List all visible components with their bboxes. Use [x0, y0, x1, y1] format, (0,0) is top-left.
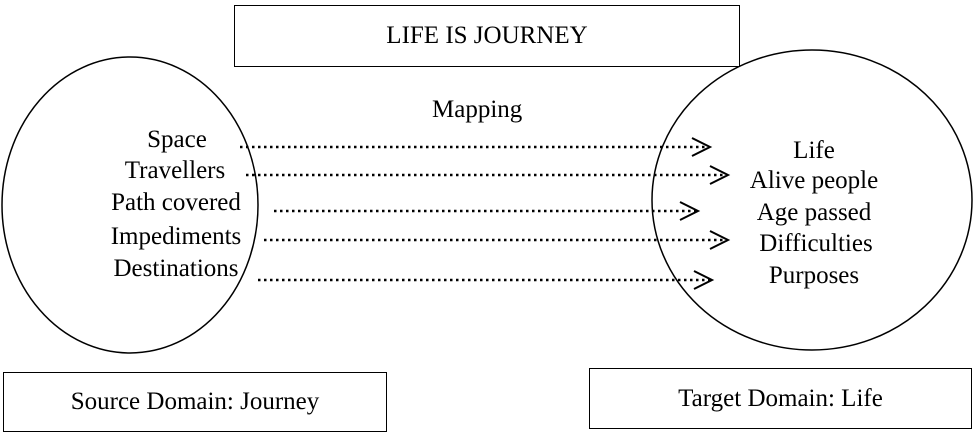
target-domain-ellipse — [651, 49, 973, 351]
mapping-arrow-destinations — [258, 270, 715, 290]
source-domain-box: Source Domain: Journey — [3, 372, 387, 432]
mapping-arrow-space — [240, 137, 713, 157]
mapping-arrow-travellers — [246, 165, 731, 185]
target-item-life: Life — [793, 137, 835, 164]
target-domain-box: Target Domain: Life — [589, 368, 972, 429]
source-item-impediments: Impediments — [110, 223, 242, 250]
title-box: LIFE IS JOURNEY — [234, 5, 740, 67]
source-domain-ellipse — [1, 56, 259, 354]
mapping-arrow-impediments — [264, 230, 731, 250]
source-item-path-covered: Path covered — [111, 189, 241, 216]
target-domain-label: Target Domain: Life — [678, 384, 883, 412]
mapping-label: Mapping — [432, 96, 523, 123]
source-item-space: Space — [147, 126, 207, 153]
mapping-arrow-path-covered — [274, 201, 701, 221]
source-item-destinations: Destinations — [113, 255, 239, 282]
source-item-travellers: Travellers — [124, 157, 226, 184]
source-domain-label: Source Domain: Journey — [70, 388, 320, 415]
target-item-purposes: Purposes — [768, 262, 860, 289]
target-item-age-passed: Age passed — [756, 199, 872, 226]
target-item-alive-people: Alive people — [749, 167, 879, 194]
target-item-difficulties: Difficulties — [759, 230, 873, 257]
title-text: LIFE IS JOURNEY — [386, 22, 588, 49]
